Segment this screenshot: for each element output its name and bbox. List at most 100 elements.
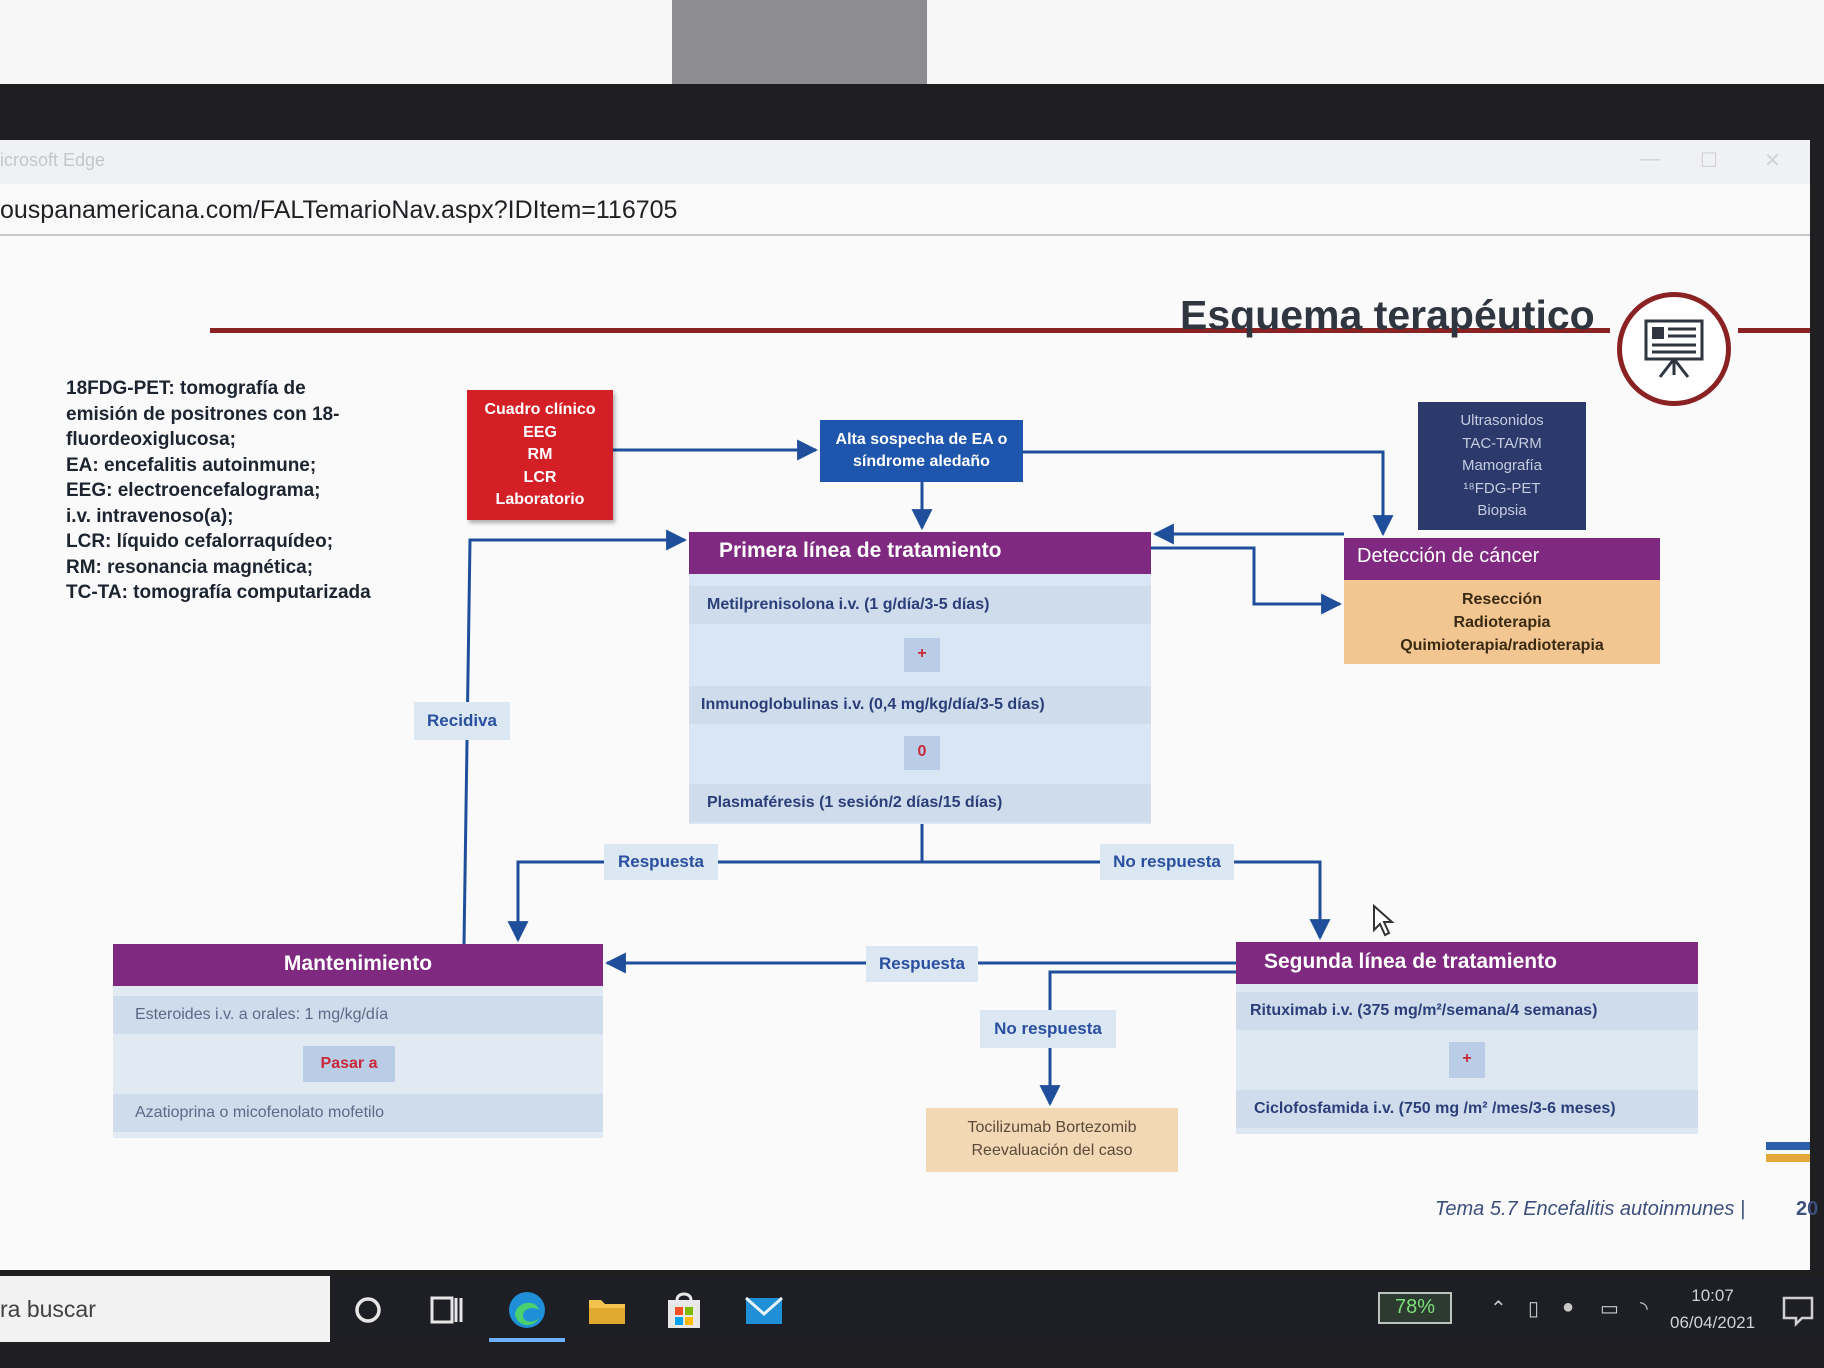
mouse-cursor-icon xyxy=(1373,903,1395,937)
task-view-icon[interactable] xyxy=(424,1288,468,1332)
or-operator: 0 xyxy=(904,736,940,770)
glossary-line: EA: encefalitis autoinmune; xyxy=(66,454,317,476)
page-number: 20 xyxy=(1796,1198,1819,1220)
chevron-up-icon[interactable]: ⌃ xyxy=(1490,1298,1507,1320)
device-icon[interactable]: ▯ xyxy=(1528,1298,1540,1320)
glossary-line: TC-TA: tomografía computarizada xyxy=(66,582,371,603)
box-line: síndrome aledaño xyxy=(853,453,990,470)
monitor-screen: icrosoft Edge — ☐ ✕ ouspanamericana.com/… xyxy=(0,140,1818,1270)
battery-percent: 78% xyxy=(1394,1296,1436,1318)
glossary-line: LCR: líquido cefalorraquídeo; xyxy=(66,531,334,552)
meet-now-icon[interactable]: ● xyxy=(1562,1296,1575,1318)
box-line: TAC-TA/RM xyxy=(1462,434,1542,452)
recidiva-label: Recidiva xyxy=(414,702,510,740)
maintenance-line: Esteroides i.v. a orales: 1 mg/kg/día xyxy=(113,996,603,1034)
clinical-workup-box: Cuadro clínico EEG RM LCR Laboratorio xyxy=(467,390,613,520)
search-placeholder: ra buscar xyxy=(0,1296,96,1322)
box-line: Tocilizumab Bortezomib xyxy=(967,1119,1137,1136)
address-bar[interactable]: ouspanamericana.com/FALTemarioNav.aspx?I… xyxy=(0,184,1810,236)
active-app-indicator xyxy=(489,1338,565,1342)
battery-tray-icon[interactable]: ▭ xyxy=(1600,1298,1619,1320)
glossary-line: fluordeoxiglucosa; xyxy=(66,429,236,450)
url-text[interactable]: ouspanamericana.com/FALTemarioNav.aspx?I… xyxy=(0,196,678,224)
box-line: RM xyxy=(527,446,553,463)
browser-app-title: icrosoft Edge xyxy=(0,150,106,170)
file-explorer-icon[interactable] xyxy=(585,1288,629,1332)
box-line: LCR xyxy=(523,468,557,486)
maintenance-line: Azatioprina o micofenolato mofetilo xyxy=(113,1094,603,1132)
cancer-detection-header: Detección de cáncer xyxy=(1344,538,1660,580)
cortana-icon[interactable] xyxy=(346,1288,390,1332)
presentation-board-icon xyxy=(1617,292,1731,406)
slide-title: Esquema terapéutico xyxy=(1180,292,1595,338)
box-line: Radioterapia xyxy=(1453,614,1551,631)
slide: Esquema terapéutico 18FDG-PET: tomografí… xyxy=(0,236,1818,1270)
accent-bar xyxy=(1766,1154,1810,1162)
title-rule xyxy=(210,328,1610,333)
second-line-body: Rituximab i.v. (375 mg/m²/semana/4 seman… xyxy=(1236,984,1698,1134)
first-line-drug: Metilprenisolona i.v. (1 g/día/3-5 días) xyxy=(689,586,1151,624)
box-line: Biopsia xyxy=(1477,502,1527,519)
maximize-icon[interactable]: ☐ xyxy=(1700,150,1718,172)
rescue-therapy-box: Tocilizumab Bortezomib Reevaluación del … xyxy=(926,1108,1178,1172)
arrow-to-rescue xyxy=(1039,970,1236,1107)
arrow-suspicion-to-cancer xyxy=(1023,450,1394,537)
second-line-drug: Ciclofosfamida i.v. (750 mg /m² /mes/3-6… xyxy=(1236,1090,1698,1128)
first-line-body: Metilprenisolona i.v. (1 g/día/3-5 días)… xyxy=(689,574,1151,824)
switch-chip: Pasar a xyxy=(303,1046,395,1082)
box-line: Laboratorio xyxy=(495,491,585,508)
taskbar: ra buscar 78% ⌃ ▯ ● ▭ ◝ 10:07 06/04/2021 xyxy=(0,1276,1824,1342)
plus-operator: + xyxy=(904,638,940,672)
box-line: Resección xyxy=(1461,591,1543,608)
slide-footer: Tema 5.7 Encefalitis autoinmunes | xyxy=(1435,1198,1746,1220)
box-line: Cuadro clínico xyxy=(484,401,596,418)
box-line: EEG xyxy=(523,423,557,441)
arrow-to-maintenance xyxy=(507,860,922,943)
box-line: Reevaluación del caso xyxy=(971,1142,1133,1159)
maintenance-header: Mantenimiento xyxy=(113,944,603,986)
arrow-recidiva xyxy=(462,529,688,945)
response-label: Respuesta xyxy=(604,844,718,880)
wifi-icon[interactable]: ◝ xyxy=(1640,1298,1648,1320)
system-clock[interactable]: 10:07 06/04/2021 xyxy=(1670,1282,1755,1336)
box-line: ¹⁸FDG-PET xyxy=(1463,479,1541,497)
plus-operator: + xyxy=(1449,1042,1485,1078)
first-line-drug: Inmunoglobulinas i.v. (0,4 mg/kg/día/3-5… xyxy=(689,686,1151,724)
taskbar-search[interactable]: ra buscar xyxy=(0,1276,330,1342)
close-icon[interactable]: ✕ xyxy=(1764,150,1781,172)
title-rule-right xyxy=(1738,328,1810,333)
cancer-treatment-box: Resección Radioterapia Quimioterapia/rad… xyxy=(1344,580,1660,664)
store-icon[interactable] xyxy=(662,1288,706,1332)
clock-time: 10:07 xyxy=(1691,1286,1734,1305)
box-line: Quimioterapia/radioterapia xyxy=(1400,637,1604,654)
response-label: Respuesta xyxy=(866,946,978,982)
background-object xyxy=(672,0,927,100)
first-line-drug: Plasmaféresis (1 sesión/2 días/15 días) xyxy=(689,784,1151,822)
maintenance-body: Esteroides i.v. a orales: 1 mg/kg/día Pa… xyxy=(113,986,603,1138)
no-response-label: No respuesta xyxy=(980,1010,1116,1048)
minimize-icon[interactable]: — xyxy=(1640,148,1660,170)
second-line-drug: Rituximab i.v. (375 mg/m²/semana/4 seman… xyxy=(1236,992,1698,1030)
glossary-line: i.v. intravenoso(a); xyxy=(66,505,234,527)
edge-browser-icon[interactable] xyxy=(505,1288,549,1332)
high-suspicion-box: Alta sospecha de EA o síndrome aledaño xyxy=(820,420,1023,482)
clock-date: 06/04/2021 xyxy=(1670,1313,1756,1332)
first-line-header: Primera línea de tratamiento xyxy=(689,532,1151,574)
glossary-line: emisión de positrones con 18- xyxy=(66,403,340,425)
notifications-icon[interactable] xyxy=(1776,1288,1820,1332)
flow-connectors xyxy=(462,439,1394,1107)
browser-titlebar: icrosoft Edge — ☐ ✕ xyxy=(0,140,1810,184)
box-line: Alta sospecha de EA o xyxy=(835,431,1008,448)
box-line: Ultrasonidos xyxy=(1460,412,1544,429)
glossary-line: RM: resonancia magnética; xyxy=(66,556,314,578)
box-line: Mamografía xyxy=(1461,457,1543,474)
battery-indicator[interactable]: 78% xyxy=(1378,1292,1452,1324)
accent-bar xyxy=(1766,1142,1810,1150)
glossary: 18FDG-PET: tomografía de emisión de posi… xyxy=(66,376,396,606)
glossary-line: EEG: electroencefalograma; xyxy=(66,480,321,501)
mail-icon[interactable] xyxy=(742,1288,786,1332)
second-line-header: Segunda línea de tratamiento xyxy=(1236,942,1698,984)
imaging-box: Ultrasonidos TAC-TA/RM Mamografía ¹⁸FDG-… xyxy=(1418,402,1586,530)
no-response-label: No respuesta xyxy=(1100,844,1234,880)
arrow-first-line-to-treatment xyxy=(1151,546,1343,615)
